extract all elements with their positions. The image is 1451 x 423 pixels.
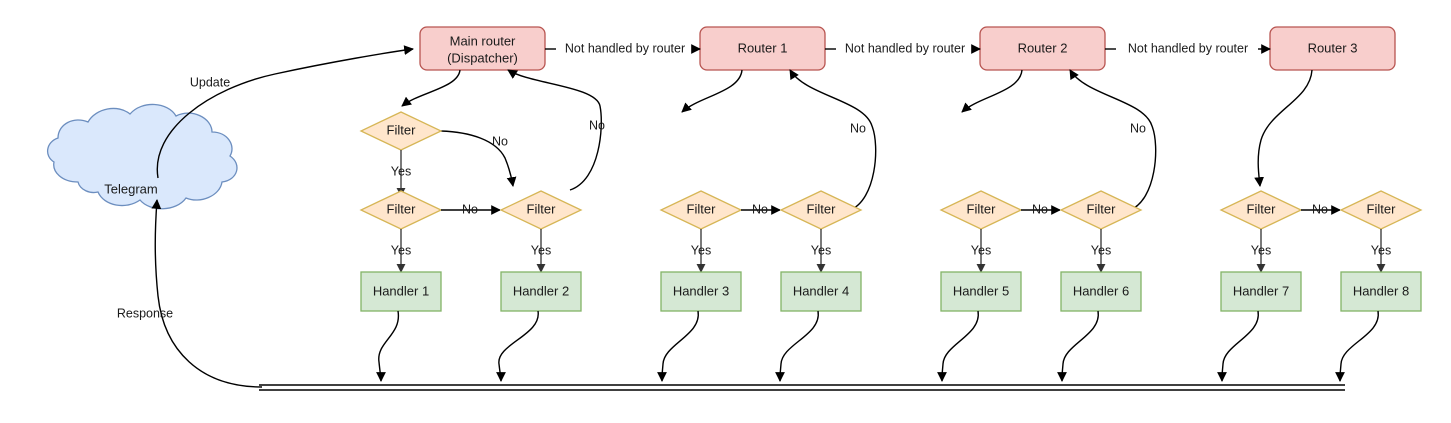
router-2-node[interactable]: Router 2 (979, 26, 1106, 71)
handler-5-to-bar-edge (937, 310, 979, 382)
handler-2-node[interactable]: Handler 2 (500, 271, 582, 312)
handler-1-node[interactable]: Handler 1 (360, 271, 442, 312)
telegram-cloud-node[interactable]: Telegram (47, 103, 238, 210)
no-mid-label-2: No (752, 202, 768, 216)
handler-8-to-bar-edge (1335, 310, 1379, 382)
handler-7-node[interactable]: Handler 7 (1220, 271, 1302, 312)
no-mid-label-3: No (1032, 202, 1048, 216)
not-handled-label-3: Not handled by router (1128, 41, 1248, 55)
router-3-to-filter-8-edge (1254, 69, 1313, 187)
filter-6-label: Filter (967, 201, 997, 216)
handler-1-label: Handler 1 (373, 283, 429, 298)
yes-label-4: Yes (691, 243, 711, 257)
filter-8-label: Filter (1247, 201, 1277, 216)
filter-3-label: Filter (387, 201, 417, 216)
response-edge (151, 199, 263, 388)
yes-label-1: Yes (391, 164, 411, 178)
main-router-label-line1: Main router (450, 33, 516, 48)
no-label-c2: No (1130, 121, 1146, 135)
filter-7-node[interactable]: Filter (1059, 190, 1143, 230)
filter-9-node[interactable]: Filter (1339, 190, 1423, 230)
no-label-a2: No (589, 118, 605, 132)
main-router-label-line2: (Dispatcher) (447, 50, 518, 65)
handler-6-node[interactable]: Handler 6 (1060, 271, 1142, 312)
handler-5-box (940, 271, 1022, 312)
handler-1-box (360, 271, 442, 312)
filter-3-node[interactable]: Filter (359, 190, 443, 230)
router-2-label: Router 2 (1018, 40, 1068, 55)
handler-8-label: Handler 8 (1353, 283, 1409, 298)
not-handled-label-1: Not handled by router (565, 41, 685, 55)
update-label: Update (190, 75, 230, 89)
filter-6-node[interactable]: Filter (939, 190, 1023, 230)
handler-5-node[interactable]: Handler 5 (940, 271, 1022, 312)
no-label-b2: No (850, 121, 866, 135)
not-handled-label-2: Not handled by router (845, 41, 965, 55)
handler-2-box (500, 271, 582, 312)
no-mid-label-1: No (462, 202, 478, 216)
filter-2-label: Filter (527, 201, 557, 216)
handler-6-box (1060, 271, 1142, 312)
handler-2-to-bar-edge (496, 310, 539, 382)
cloud-shape (47, 103, 238, 210)
filter-2-node[interactable]: Filter (499, 190, 583, 230)
handler-3-label: Handler 3 (673, 283, 729, 298)
update-edge (156, 45, 414, 179)
router-1-to-filter-4-edge (681, 69, 743, 113)
router-1-label: Router 1 (738, 40, 788, 55)
router-3-label: Router 3 (1308, 40, 1358, 55)
handler-6-label: Handler 6 (1073, 283, 1129, 298)
main-router-node[interactable]: Main router (Dispatcher) (419, 26, 546, 71)
yes-label-8: Yes (1251, 243, 1271, 257)
handler-7-label: Handler 7 (1233, 283, 1289, 298)
handler-3-node[interactable]: Handler 3 (660, 271, 742, 312)
handler-4-box (780, 271, 862, 312)
handler-8-node[interactable]: Handler 8 (1340, 271, 1422, 312)
cloud-label: Telegram (104, 181, 157, 196)
filter-4-node[interactable]: Filter (659, 190, 743, 230)
yes-label-2: Yes (391, 243, 411, 257)
handler-5-label: Handler 5 (953, 283, 1009, 298)
filter-5-no-to-router-1-edge (789, 69, 877, 211)
handler-7-to-bar-edge (1217, 310, 1259, 382)
handler-2-label: Handler 2 (513, 283, 569, 298)
yes-label-3: Yes (531, 243, 551, 257)
router-3-node[interactable]: Router 3 (1269, 26, 1396, 71)
response-label: Response (117, 306, 173, 320)
filter-5-label: Filter (807, 201, 837, 216)
handler-3-box (660, 271, 742, 312)
handler-4-label: Handler 4 (793, 283, 849, 298)
router-2-to-filter-6-edge (961, 69, 1023, 113)
no-mid-label-4: No (1312, 202, 1328, 216)
filter-2-no-to-main-router-edge (507, 69, 602, 191)
filter-1-label: Filter (387, 122, 417, 137)
yes-label-5: Yes (811, 243, 831, 257)
handler-1-to-bar-edge (376, 310, 400, 382)
filter-9-label: Filter (1367, 201, 1397, 216)
handler-6-to-bar-edge (1057, 310, 1099, 382)
filter-7-no-to-router-2-edge (1069, 69, 1157, 211)
handler-7-box (1220, 271, 1302, 312)
yes-label-7: Yes (1091, 243, 1111, 257)
filter-5-node[interactable]: Filter (779, 190, 863, 230)
yes-label-6: Yes (971, 243, 991, 257)
no-label-a1: No (492, 134, 508, 148)
handler-4-node[interactable]: Handler 4 (780, 271, 862, 312)
handler-4-to-bar-edge (775, 310, 819, 382)
main-router-to-filter-1-edge (401, 69, 461, 107)
router-1-node[interactable]: Router 1 (699, 26, 826, 71)
filter-4-label: Filter (687, 201, 717, 216)
filter-1-node[interactable]: Filter (359, 111, 443, 151)
handler-8-box (1340, 271, 1422, 312)
yes-label-9: Yes (1371, 243, 1391, 257)
filter-1-no-to-filter-2-edge (440, 130, 517, 187)
filter-7-label: Filter (1087, 201, 1117, 216)
filter-8-node[interactable]: Filter (1219, 190, 1303, 230)
handler-3-to-bar-edge (657, 310, 699, 382)
